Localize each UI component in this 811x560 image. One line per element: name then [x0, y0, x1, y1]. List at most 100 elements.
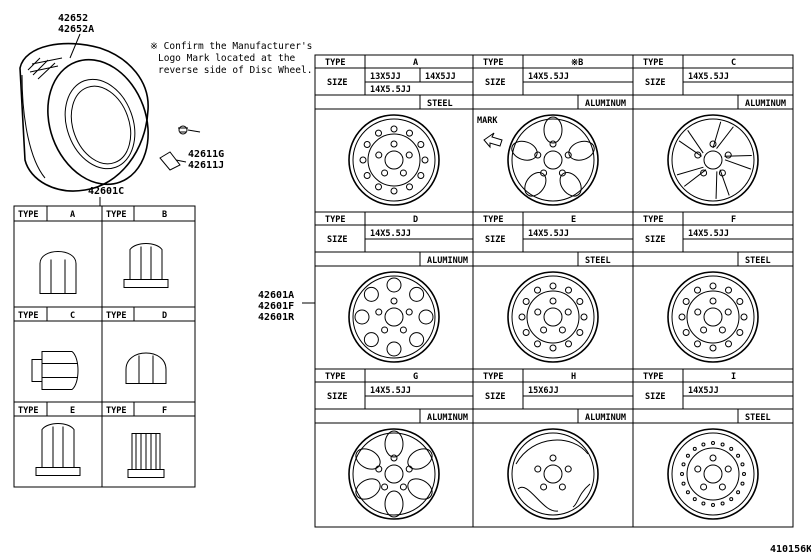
long-flanged-nut-icon[interactable]: [35, 423, 81, 476]
wheel-size-label: SIZE: [645, 392, 665, 402]
wheel-type-value: A: [413, 58, 418, 68]
nut-type-label: TYPE: [106, 406, 126, 416]
nut-type-value: D: [162, 311, 167, 321]
nut-cell-a: TYPE A: [18, 210, 77, 294]
valve-cap-icon[interactable]: [178, 125, 188, 135]
wheel-type-label: TYPE: [643, 215, 663, 225]
valve-part-number-2: 42611J: [188, 160, 224, 171]
wheel-cell-8: TYPE H SIZE 15X6JJ ALUMINUM: [473, 369, 633, 520]
wheel-size-label: SIZE: [645, 78, 665, 88]
wheel-size-label: SIZE: [485, 235, 505, 245]
wheel-type-value: I: [731, 372, 736, 382]
nut-type-label: TYPE: [18, 406, 38, 416]
spline-nut-icon[interactable]: [127, 433, 165, 478]
nut-type-value: A: [70, 210, 75, 220]
steel-wheel-plain-icon[interactable]: [667, 271, 759, 363]
tire-leader-line: [69, 33, 81, 59]
wheel-cell-3: TYPE C SIZE 14X5.5JJ ALUMINUM: [633, 55, 793, 206]
nut-type-label: TYPE: [106, 210, 126, 220]
acorn-nut-icon[interactable]: [39, 251, 77, 294]
washer-nut-icon[interactable]: [31, 351, 79, 390]
wheel-size-label: SIZE: [485, 392, 505, 402]
wheel-part-number-3: 42601R: [258, 312, 295, 323]
wheel-table: [314, 54, 794, 528]
wheel-material: STEEL: [427, 99, 453, 109]
wheel-size-value: 14X5.5JJ: [528, 72, 569, 82]
valve-stem-icon[interactable]: [159, 151, 187, 171]
wheel-material: ALUMINUM: [585, 99, 626, 109]
wheel-type-value: D: [413, 215, 418, 225]
nut-type-value: E: [70, 406, 75, 416]
alloy-wheel-round-hole-icon[interactable]: [348, 271, 440, 363]
nut-cell-c: TYPE C: [18, 311, 79, 390]
tire-icon[interactable]: [19, 42, 165, 199]
wheel-size-label: SIZE: [327, 392, 347, 402]
wheel-type-label: TYPE: [643, 372, 663, 382]
wheel-material: ALUMINUM: [427, 256, 468, 266]
alloy-wheel-swirl-icon[interactable]: [507, 428, 599, 520]
wheel-type-value: G: [413, 372, 418, 382]
wheel-material: STEEL: [585, 256, 611, 266]
valve-leader-line: [187, 129, 201, 133]
wheel-size-value: 14X5.5JJ: [370, 85, 411, 95]
wheel-size-value: 14X5.5JJ: [688, 72, 729, 82]
wheel-type-value: H: [571, 372, 576, 382]
wheel-type-label: TYPE: [483, 215, 503, 225]
nut-type-value: F: [162, 406, 167, 416]
nut-type-value: B: [162, 210, 167, 220]
wheel-size-label: SIZE: [327, 78, 347, 88]
wheel-size-label: SIZE: [485, 78, 505, 88]
nut-type-label: TYPE: [18, 311, 38, 321]
wheel-size-value: 13X5JJ: [370, 72, 401, 82]
nut-part-number: 42601C: [88, 186, 124, 197]
wheel-material: ALUMINUM: [745, 99, 786, 109]
wheel-cell-5: TYPE E SIZE 14X5.5JJ STEEL: [473, 212, 633, 363]
nut-type-label: TYPE: [18, 210, 38, 220]
wheel-cell-6: TYPE F SIZE 14X5.5JJ STEEL: [633, 212, 793, 363]
wheel-mark-label: MARK: [477, 116, 498, 126]
wheel-part-number-1: 42601A: [258, 290, 294, 301]
wheel-type-value: C: [731, 58, 736, 68]
wheel-part-number-2: 42601F: [258, 301, 294, 312]
nut-table: [13, 205, 196, 488]
tire-part-number-1: 42652: [58, 13, 88, 24]
alloy-wheel-five-spoke-icon[interactable]: [667, 114, 759, 206]
wheel-type-value: F: [731, 215, 736, 225]
nut-cell-f: TYPE F: [106, 406, 167, 478]
nut-type-value: C: [70, 311, 75, 321]
wheel-size-label: SIZE: [645, 235, 665, 245]
wheel-type-value: ※B: [571, 58, 583, 68]
mark-arrow-icon: [483, 132, 503, 149]
wheel-size-value: 15X6JJ: [528, 386, 559, 396]
wheel-size-label: SIZE: [327, 235, 347, 245]
wheel-size-value: 14X5JJ: [688, 386, 719, 396]
wheel-type-label: TYPE: [483, 372, 503, 382]
steel-wheel-dotted-icon[interactable]: [667, 428, 759, 520]
wheel-type-value: E: [571, 215, 576, 225]
steel-wheel-icon[interactable]: [348, 114, 440, 206]
wheel-material: ALUMINUM: [585, 413, 626, 423]
wheel-material: ALUMINUM: [427, 413, 468, 423]
flanged-nut-icon[interactable]: [123, 243, 169, 288]
nut-cell-e: TYPE E: [18, 406, 81, 476]
wheel-type-label: TYPE: [643, 58, 663, 68]
wheel-material: STEEL: [745, 413, 771, 423]
cap-nut-icon[interactable]: [125, 352, 167, 384]
alloy-wheel-six-window-icon[interactable]: [348, 428, 440, 520]
wheel-size-value: 14X5.5JJ: [528, 229, 569, 239]
wheel-type-label: TYPE: [325, 372, 345, 382]
wheel-material: STEEL: [745, 256, 771, 266]
steel-wheel-slotted-icon[interactable]: [507, 271, 599, 363]
wheel-size-value: 14X5.5JJ: [370, 229, 411, 239]
note-line-2: Logo Mark located at the: [158, 53, 296, 64]
wheel-size-value: 14X5.5JJ: [688, 229, 729, 239]
alloy-wheel-five-window-icon[interactable]: [507, 114, 599, 206]
wheel-size-value: 14X5JJ: [425, 72, 456, 82]
note-line-3: reverse side of Disc Wheel.: [158, 65, 312, 76]
